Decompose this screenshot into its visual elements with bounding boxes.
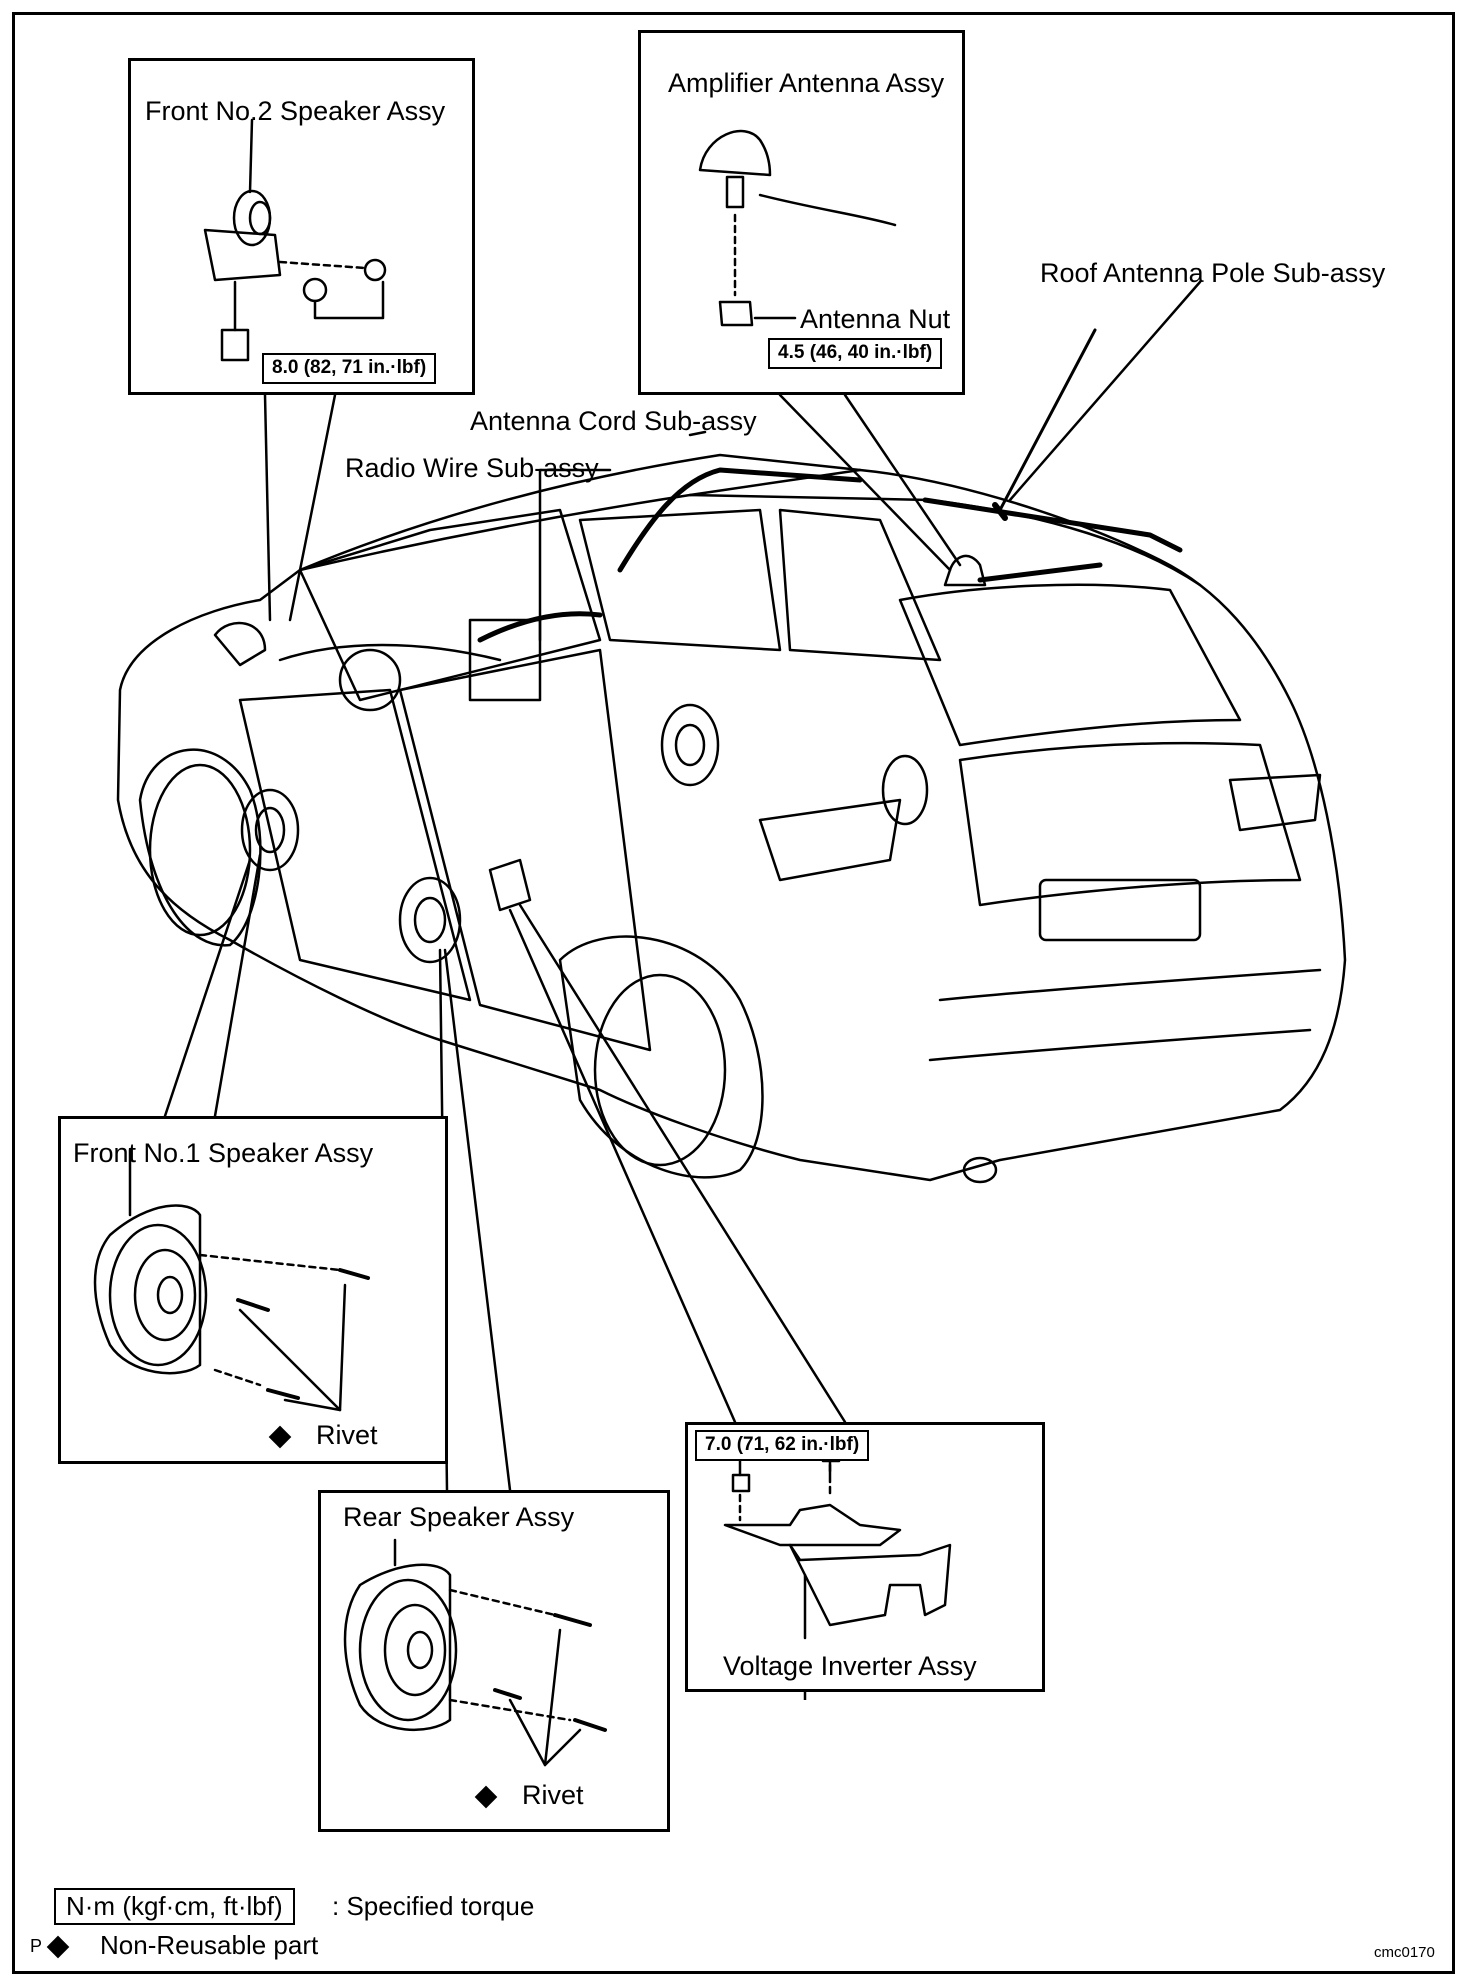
label-radio-wire: Radio Wire Sub-assy	[345, 453, 599, 483]
front-door	[238, 688, 472, 1002]
car-quarter-speaker	[660, 703, 720, 787]
label-amplifier-antenna: Amplifier Antenna Assy	[668, 68, 945, 98]
rear-window	[898, 583, 1242, 747]
rivet-label-2: Rivet	[474, 1780, 584, 1810]
roof-antenna-pole	[998, 328, 1097, 512]
rear-door	[398, 648, 652, 1052]
windshield	[298, 508, 602, 702]
torque-voltage-inverter: 7.0 (71, 62 in.·lbf)	[695, 1430, 870, 1461]
figure-code: cmc0170	[1374, 1944, 1435, 1961]
side-window-front	[578, 508, 782, 652]
label-front-no1-speaker: Front No.1 Speaker Assy	[73, 1138, 374, 1168]
side-window-rear	[778, 508, 942, 662]
non-reusable-diamond-icon	[46, 1935, 70, 1959]
label-roof-antenna-pole: Roof Antenna Pole Sub-assy	[1040, 258, 1386, 288]
legend-non-reusable-text: Non-Reusable part	[100, 1930, 319, 1960]
legend-p-mark: P	[30, 1936, 43, 1956]
non-reusable-diamond-icon	[268, 1425, 292, 1449]
front-wheel	[138, 748, 262, 947]
legend-non-reusable: Non-Reusable part	[46, 1930, 319, 1960]
label-antenna-cord: Antenna Cord Sub-assy	[470, 406, 757, 436]
label-antenna-nut: Antenna Nut	[800, 304, 951, 334]
non-reusable-diamond-icon	[474, 1785, 498, 1809]
rivet-text-2: Rivet	[522, 1780, 584, 1810]
legend-torque-unit: N·m (kgf·cm, ft·lbf)	[54, 1888, 295, 1925]
legend-torque-desc: : Specified torque	[332, 1891, 535, 1921]
rivet-text-1: Rivet	[316, 1420, 378, 1450]
diagram-frame	[12, 12, 1455, 1974]
label-rear-speaker: Rear Speaker Assy	[343, 1502, 575, 1532]
callout-rear-speaker	[318, 1490, 670, 1832]
torque-front-no2: 8.0 (82, 71 in.·lbf)	[262, 353, 437, 384]
car-front-speaker	[240, 788, 300, 872]
car-rear-speaker	[881, 754, 929, 826]
car-rear-door-speaker	[398, 876, 462, 964]
label-voltage-inverter: Voltage Inverter Assy	[723, 1651, 977, 1681]
rivet-label-1: Rivet	[268, 1420, 378, 1450]
label-front-no2-speaker: Front No.2 Speaker Assy	[145, 96, 446, 126]
car-body-outline	[116, 453, 1347, 1182]
torque-antenna-nut: 4.5 (46, 40 in.·lbf)	[768, 338, 943, 369]
callout-front-no2-speaker	[128, 58, 475, 395]
antenna-cord	[617, 467, 863, 573]
callout-front-no1-speaker	[58, 1116, 448, 1464]
